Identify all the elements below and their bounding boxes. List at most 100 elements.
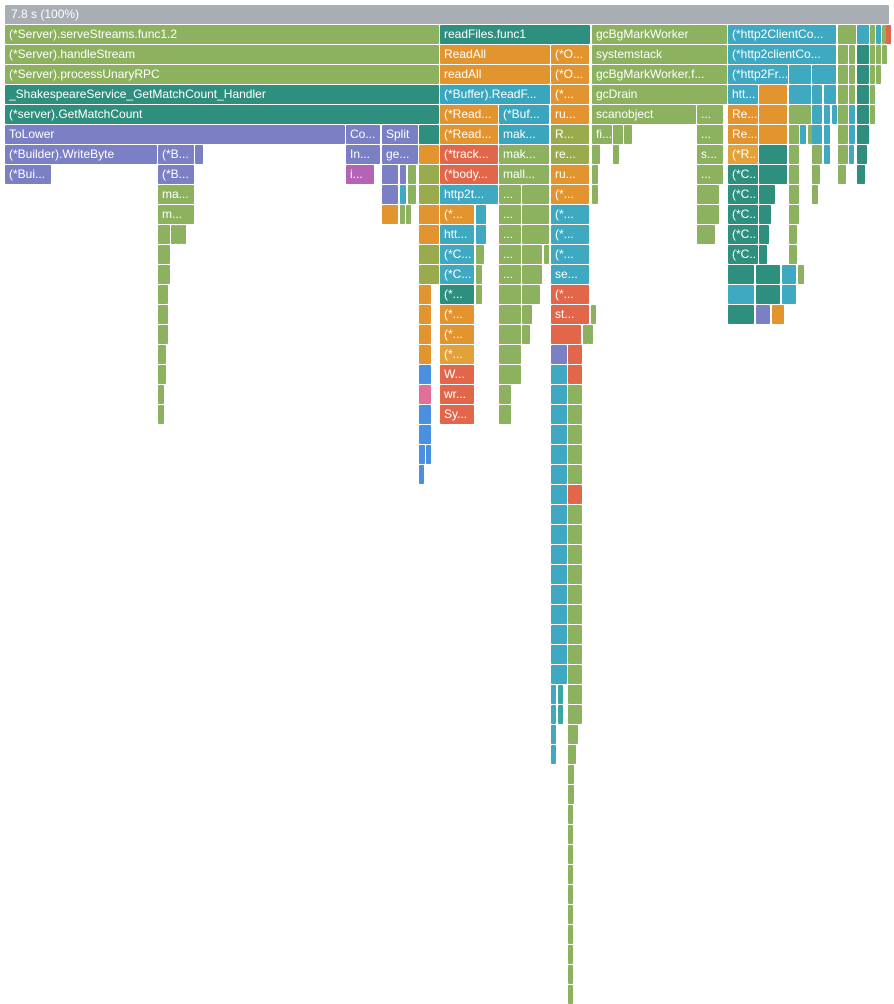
flame-frame-unlabeled[interactable] [824,145,830,164]
flame-frame-unlabeled[interactable] [849,125,855,144]
flame-frame-unlabeled[interactable] [419,365,431,384]
flame-frame-unlabeled[interactable] [499,385,511,404]
flame-frame-unlabeled[interactable] [870,45,875,64]
flame-frame[interactable]: readAll [440,65,550,84]
flame-frame-unlabeled[interactable] [782,265,796,284]
flame-frame[interactable]: (*Buf... [499,105,549,124]
flame-frame-unlabeled[interactable] [789,85,811,104]
flame-frame[interactable]: Co... [346,125,380,144]
flame-frame[interactable]: (*C... [728,185,758,204]
flame-frame-unlabeled[interactable] [551,585,567,604]
flame-frame-unlabeled[interactable] [789,205,799,224]
flame-frame[interactable]: ToLower [5,125,345,144]
flame-frame-unlabeled[interactable] [838,125,848,144]
flame-frame-unlabeled[interactable] [400,205,405,224]
flame-frame-unlabeled[interactable] [588,325,593,344]
flame-frame[interactable]: (*track... [440,145,498,164]
flame-frame-unlabeled[interactable] [759,105,787,124]
flame-frame-unlabeled[interactable] [838,145,848,164]
flame-frame-unlabeled[interactable] [568,565,582,584]
flame-frame-unlabeled[interactable] [551,705,556,724]
flame-frame-unlabeled[interactable] [181,225,186,244]
flame-frame-unlabeled[interactable] [568,685,582,704]
flame-frame[interactable]: ge... [382,145,418,164]
flame-frame-unlabeled[interactable] [886,25,891,44]
flame-frame-unlabeled[interactable] [613,125,623,144]
flame-frame-unlabeled[interactable] [759,205,771,224]
flame-frame-unlabeled[interactable] [849,145,854,164]
flame-frame[interactable]: systemstack [592,45,727,64]
flame-frame[interactable]: (*... [551,85,589,104]
flame-frame-unlabeled[interactable] [789,245,797,264]
flame-frame-unlabeled[interactable] [419,445,425,464]
flame-frame-unlabeled[interactable] [772,305,784,324]
flame-frame-unlabeled[interactable] [870,65,875,84]
flame-frame-unlabeled[interactable] [568,385,582,404]
flame-frame[interactable]: ma... [158,185,194,204]
flame-frame[interactable]: (*Read... [440,105,498,124]
flame-frame[interactable]: re... [551,145,589,164]
flame-frame[interactable]: (*C... [440,245,474,264]
flame-frame-unlabeled[interactable] [382,165,398,184]
flame-frame-unlabeled[interactable] [476,265,482,284]
flame-frame-unlabeled[interactable] [882,45,887,64]
flame-frame-unlabeled[interactable] [568,585,582,604]
flame-frame[interactable]: scanobject [592,105,696,124]
flame-frame-unlabeled[interactable] [551,405,567,424]
flame-frame-unlabeled[interactable] [876,65,881,84]
flame-frame-unlabeled[interactable] [592,145,600,164]
flame-frame-unlabeled[interactable] [522,305,532,324]
flame-frame-unlabeled[interactable] [551,625,567,644]
flame-frame[interactable]: (*server).GetMatchCount [5,105,439,124]
flame-frame-unlabeled[interactable] [759,145,787,164]
flame-frame-unlabeled[interactable] [800,125,806,144]
flame-frame-unlabeled[interactable] [551,545,567,564]
flame-frame-unlabeled[interactable] [558,705,563,724]
flame-frame-unlabeled[interactable] [419,245,439,264]
flame-frame-unlabeled[interactable] [728,305,754,324]
flame-frame-unlabeled[interactable] [812,185,818,204]
flame-frame[interactable]: gcBgMarkWorker.f... [592,65,727,84]
flame-frame[interactable]: ... [499,265,521,284]
flame-frame-unlabeled[interactable] [499,285,521,304]
flame-frame-unlabeled[interactable] [568,725,578,744]
flame-frame-unlabeled[interactable] [568,605,582,624]
flame-frame[interactable]: (*... [440,305,474,324]
flame-frame-unlabeled[interactable] [419,425,431,444]
flame-frame-unlabeled[interactable] [728,265,754,284]
flame-frame[interactable]: htt... [728,85,758,104]
flame-frame-unlabeled[interactable] [838,85,848,104]
flame-frame-unlabeled[interactable] [551,425,567,444]
flame-frame-unlabeled[interactable] [158,365,166,384]
flame-frame[interactable]: mak... [499,145,549,164]
flame-frame-unlabeled[interactable] [697,225,715,244]
flame-frame-unlabeled[interactable] [857,25,869,44]
flame-frame-unlabeled[interactable] [568,945,573,964]
flame-frame[interactable]: (*... [440,345,474,364]
flame-frame-unlabeled[interactable] [568,645,582,664]
flame-frame[interactable]: Re... [728,125,758,144]
flame-frame[interactable]: ReadAll [440,45,550,64]
flame-frame-unlabeled[interactable] [158,225,170,244]
flame-frame-unlabeled[interactable] [857,45,869,64]
flame-frame-unlabeled[interactable] [568,805,573,824]
flame-frame[interactable]: (*... [551,185,589,204]
flame-frame-unlabeled[interactable] [857,165,865,184]
flame-frame-unlabeled[interactable] [789,185,799,204]
flame-frame-unlabeled[interactable] [158,385,164,404]
flame-frame-unlabeled[interactable] [568,425,582,444]
flame-frame[interactable]: (*C... [728,205,758,224]
flame-frame-unlabeled[interactable] [838,25,856,44]
flame-frame-unlabeled[interactable] [551,605,567,624]
flame-frame-unlabeled[interactable] [551,325,581,344]
flame-frame-unlabeled[interactable] [551,365,567,384]
flame-frame-unlabeled[interactable] [551,485,567,504]
flame-frame-unlabeled[interactable] [522,245,542,264]
flame-frame-unlabeled[interactable] [568,965,573,984]
flame-frame[interactable]: Split [382,125,418,144]
flame-frame-unlabeled[interactable] [568,405,582,424]
flame-frame-unlabeled[interactable] [849,65,855,84]
flame-frame-unlabeled[interactable] [568,905,573,924]
flame-frame[interactable]: (*... [440,285,474,304]
